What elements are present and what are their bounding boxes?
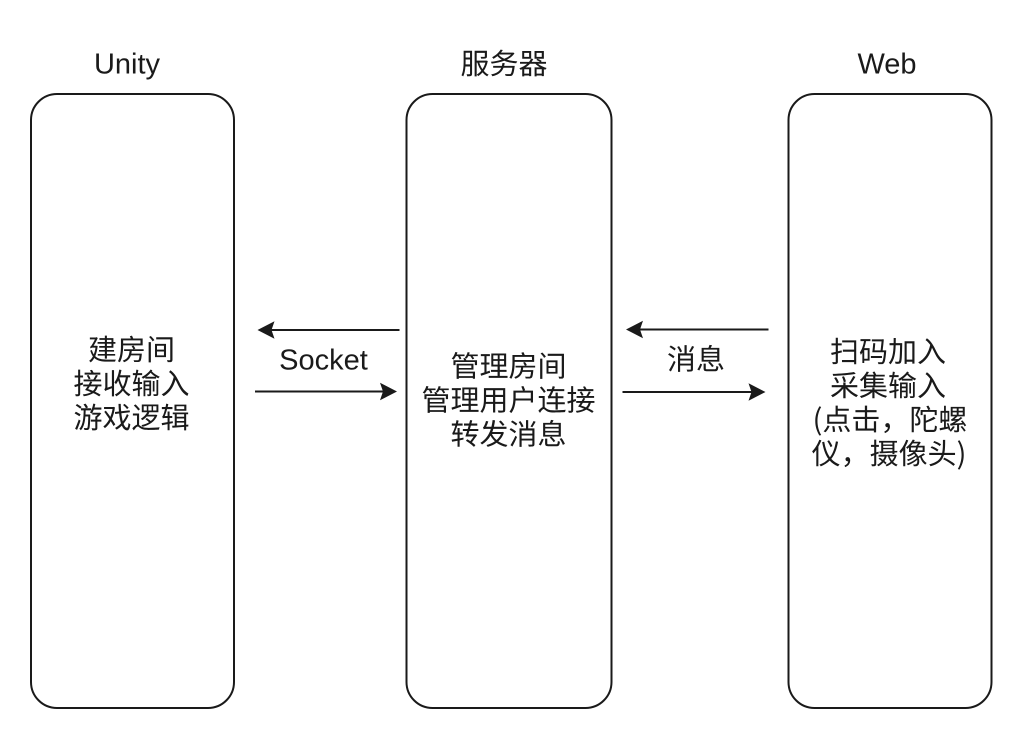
svg-text:Web: Web [857,49,916,81]
svg-text:Socket: Socket [279,345,368,377]
svg-text:Unity: Unity [94,49,161,81]
